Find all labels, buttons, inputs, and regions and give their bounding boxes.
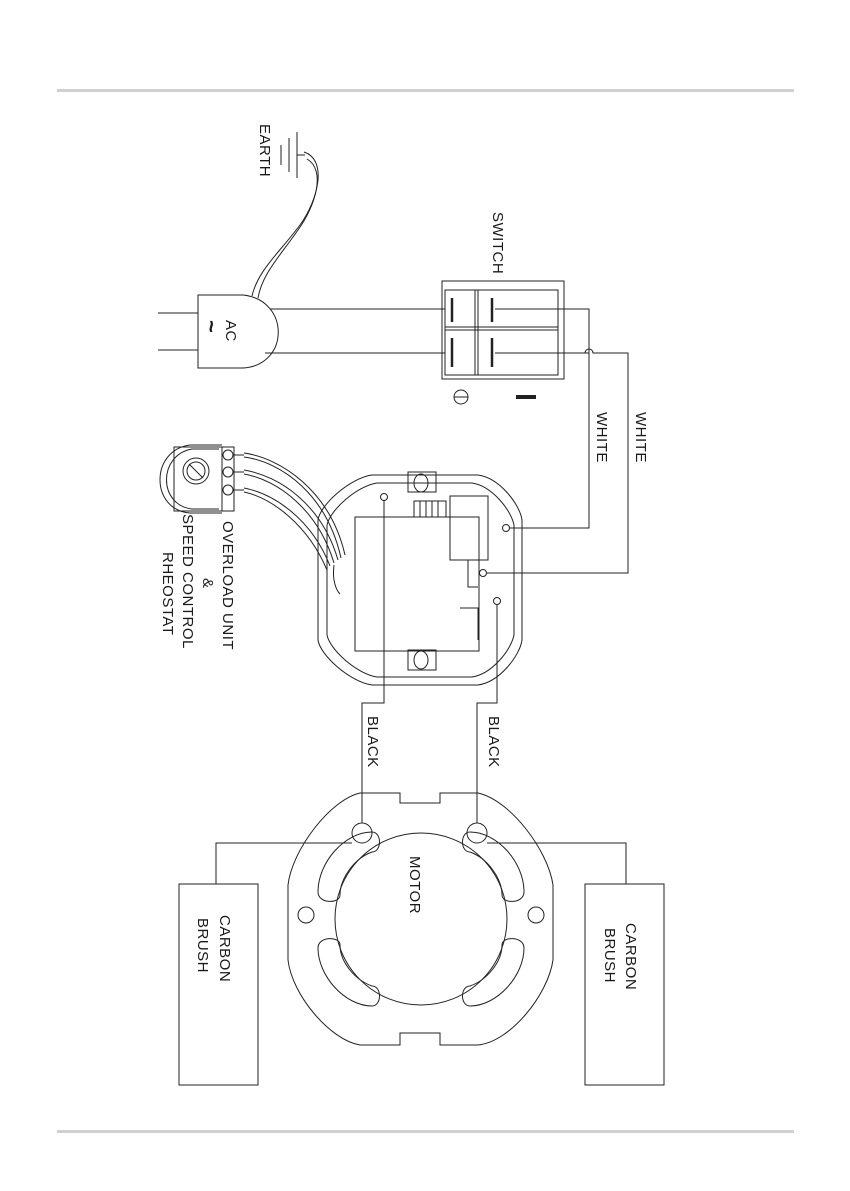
carbon-brush-right-line1: CARBON	[622, 923, 639, 990]
switch-off-icon	[454, 390, 468, 404]
earth-label: EARTH	[256, 124, 273, 177]
motor-label: MOTOR	[406, 856, 423, 914]
carbon-brush-left-line2: BRUSH	[194, 918, 211, 973]
carbon-brush-right-line2: BRUSH	[601, 928, 618, 983]
rheostat-wires	[244, 453, 345, 594]
switch-label: SWITCH	[489, 212, 506, 274]
switch-body	[442, 281, 589, 379]
black-label-2: BLACK	[485, 716, 502, 768]
white-label-2: WHITE	[632, 412, 649, 463]
overload-label-line2: &	[199, 578, 216, 589]
motor-housing	[288, 793, 553, 1045]
overload-label-line4: RHEOSTAT	[159, 552, 176, 635]
white-label-1: WHITE	[593, 412, 610, 463]
overload-label-line1: OVERLOAD UNIT	[219, 521, 236, 650]
black-label-1: BLACK	[364, 716, 381, 768]
earth-symbol	[281, 132, 305, 178]
overload-label-line3: SPEED CONTROL	[179, 514, 196, 649]
switch-on-icon	[516, 395, 536, 399]
overload-unit	[318, 472, 522, 685]
ac-symbol: ~	[199, 320, 224, 333]
carbon-brush-left-line1: CARBON	[216, 915, 233, 982]
rheostat	[160, 445, 244, 513]
ac-to-switch-wires	[265, 309, 445, 353]
